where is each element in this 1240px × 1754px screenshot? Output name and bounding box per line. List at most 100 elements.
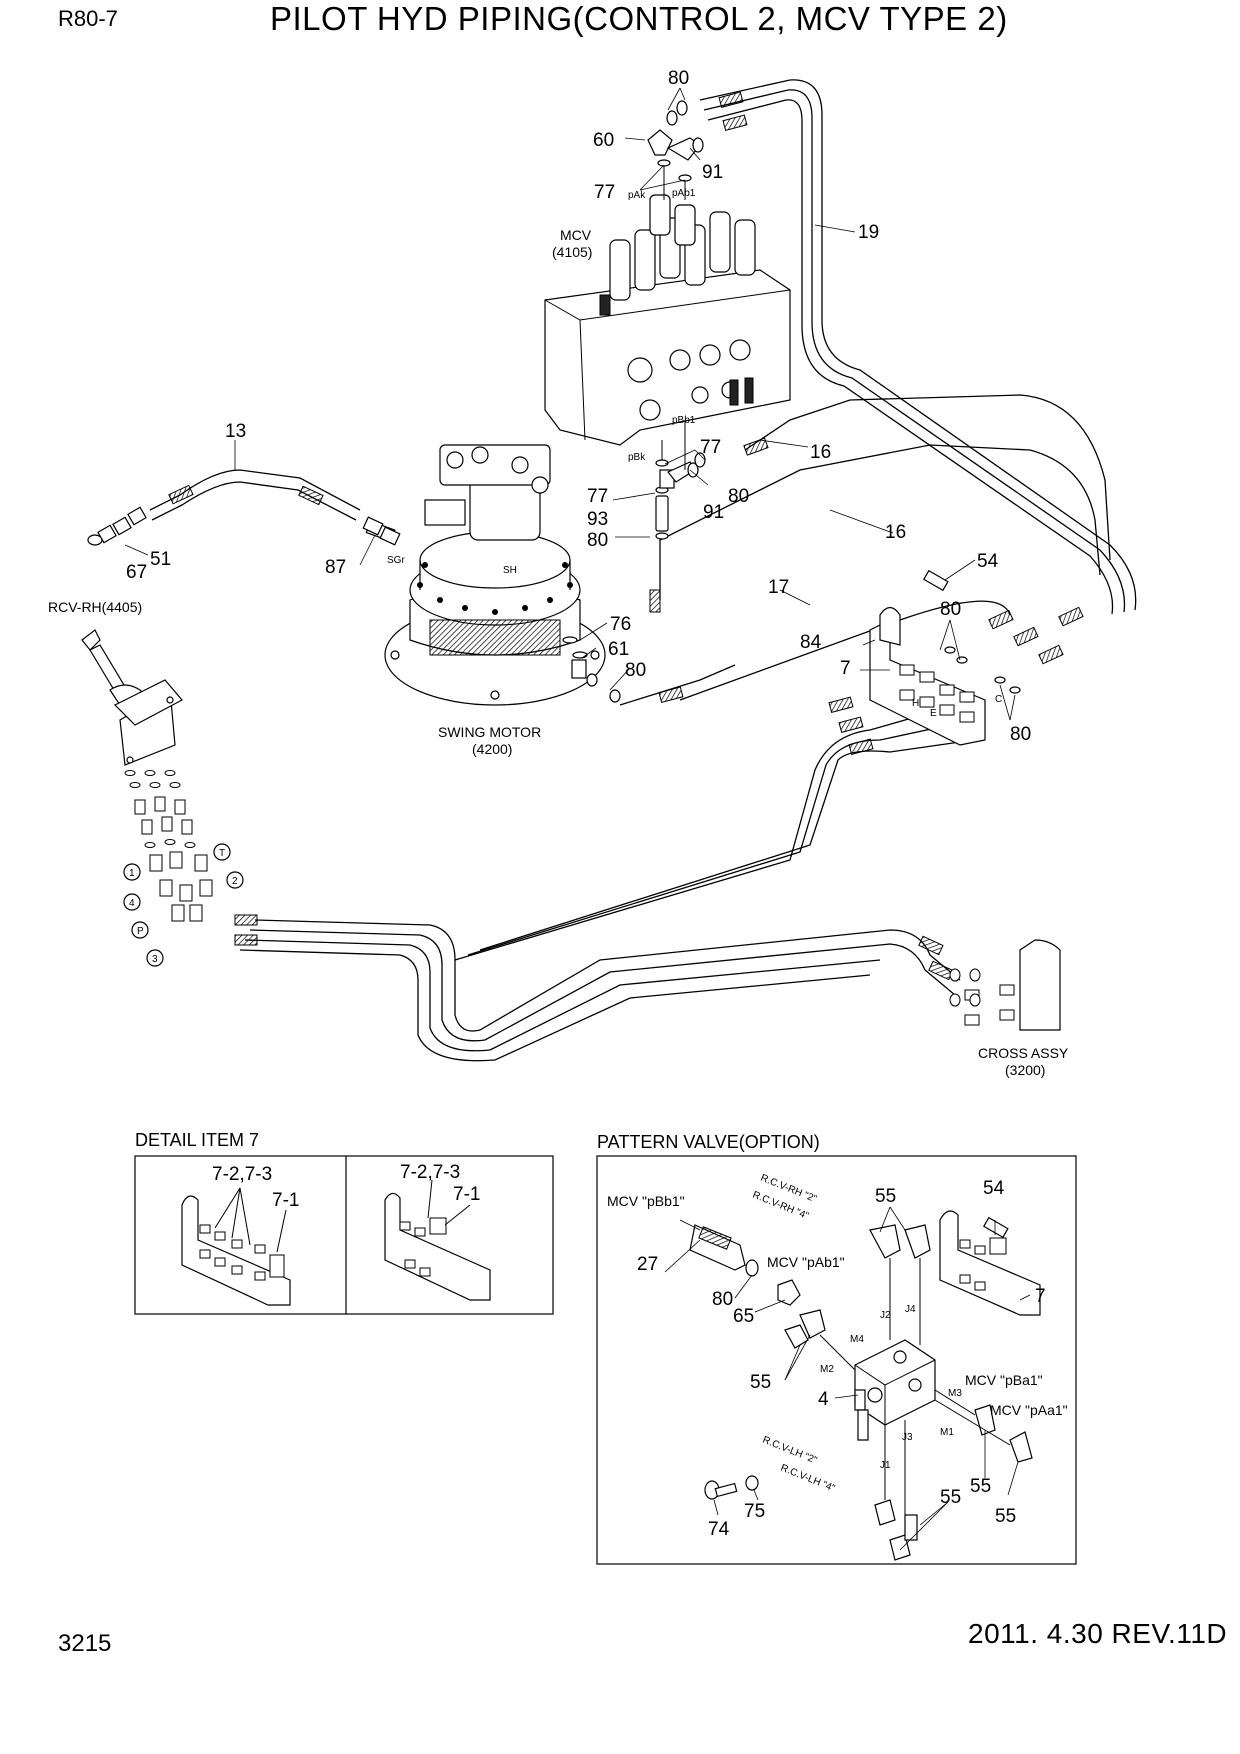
swing-motor-code-label: (4200) <box>472 741 512 757</box>
hose-ends <box>168 91 1084 981</box>
mcv-bottom-fittings <box>655 420 706 540</box>
pattern-port-j4: J4 <box>905 1304 916 1315</box>
page-number: 3215 <box>58 1630 112 1657</box>
main-control-valve <box>544 194 791 446</box>
pattern-port-m1: M1 <box>940 1427 954 1438</box>
leader-lines <box>124 87 1016 721</box>
rcv-port-markers <box>123 843 244 967</box>
port-sh: SH <box>503 565 517 576</box>
pattern-bracket-7 <box>939 1210 1041 1316</box>
callout-80-bracket-top: 80 <box>940 599 961 620</box>
pattern-callout-55-m3: 55 <box>970 1476 991 1497</box>
callout-77-left: 77 <box>587 486 608 507</box>
callout-16-bottom: 16 <box>885 522 906 543</box>
port-pbk: pBk <box>628 452 646 463</box>
pattern-fittings <box>689 1224 1033 1561</box>
port-pab1: pAb1 <box>672 188 696 199</box>
swing-motor-label: SWING MOTOR <box>438 724 541 740</box>
pattern-callout-55-left: 55 <box>750 1372 771 1393</box>
detail-right-label-a: 7-2,7-3 <box>400 1162 460 1183</box>
pattern-callout-55-bottom: 55 <box>940 1487 961 1508</box>
pipe-bundle-19 <box>699 79 1137 615</box>
detail-item-7-box <box>134 1155 554 1315</box>
callout-80-left: 80 <box>587 530 608 551</box>
callout-67: 67 <box>126 562 147 583</box>
pattern-valve-title: PATTERN VALVE(OPTION) <box>597 1132 820 1152</box>
pattern-port-m2: M2 <box>820 1364 834 1375</box>
rcv-fittings <box>124 770 213 922</box>
pattern-valve-block <box>854 1339 936 1441</box>
callout-13: 13 <box>225 421 246 442</box>
pattern-callout-55-top: 55 <box>875 1186 896 1207</box>
pattern-callout-54: 54 <box>983 1178 1005 1199</box>
port-c: C <box>995 694 1002 705</box>
pipe-swing-to-mcv <box>619 664 736 706</box>
pattern-callout-75: 75 <box>744 1501 765 1522</box>
rcv-port-2: 2 <box>232 876 238 887</box>
callout-84: 84 <box>800 632 822 653</box>
callout-77-top: 77 <box>594 182 615 203</box>
pipe-bundle-16 <box>659 394 1111 600</box>
pipe-17 <box>679 600 1011 701</box>
mcv-code-label: (4105) <box>552 244 592 260</box>
cross-assy <box>949 939 1061 1031</box>
callout-60: 60 <box>593 130 614 151</box>
callout-77-right: 77 <box>700 437 721 458</box>
pattern-valve-box <box>596 1155 1077 1565</box>
detail-left-bracket <box>181 1187 291 1306</box>
pattern-callout-74: 74 <box>708 1519 730 1540</box>
mcv-top-fittings <box>647 100 704 200</box>
swing-motor <box>384 444 606 706</box>
callout-54: 54 <box>977 551 999 572</box>
pattern-mcv-pbb1: MCV "pBb1" <box>607 1193 685 1209</box>
cross-assy-label: CROSS ASSY <box>978 1045 1069 1061</box>
port-sgr: SGr <box>387 555 405 566</box>
rcv-label: RCV-RH(4405) <box>48 599 142 615</box>
main-labels: MCV (4105) RCV-RH(4405) SWING MOTOR (420… <box>48 68 1069 1078</box>
callout-61: 61 <box>608 639 629 660</box>
port-pbb1: pBb1 <box>672 415 696 426</box>
pattern-rcv-lh-4: R.C.V-LH "4" <box>779 1463 837 1495</box>
callout-19: 19 <box>858 222 879 243</box>
callout-16-top: 16 <box>810 442 831 463</box>
rcv-port-t: T <box>219 848 225 859</box>
callout-17: 17 <box>768 577 789 598</box>
callout-87: 87 <box>325 557 346 578</box>
detail-item-7-title: DETAIL ITEM 7 <box>135 1130 259 1150</box>
rcv-port-1: 1 <box>129 868 135 879</box>
rcv-port-4: 4 <box>129 898 135 909</box>
port-h: H <box>912 698 919 709</box>
pattern-callout-4: 4 <box>818 1389 829 1410</box>
bracket-assy-7 <box>869 569 1021 746</box>
callout-80-bracket-bottom: 80 <box>1010 724 1031 745</box>
pipe-bundle-lower <box>239 709 961 1062</box>
rcv-joystick <box>81 629 183 766</box>
port-pak: pAk <box>628 190 646 201</box>
pattern-mcv-paa1: MCV "pAa1" <box>990 1402 1068 1418</box>
detail-right-bracket <box>384 1179 491 1301</box>
pattern-port-m3: M3 <box>948 1388 962 1399</box>
rcv-port-p: P <box>137 926 144 937</box>
port-e: E <box>930 708 937 719</box>
model-number: R80-7 <box>58 6 118 31</box>
callout-80-swing: 80 <box>625 660 646 681</box>
pattern-port-j1: J1 <box>880 1460 891 1471</box>
page-title: PILOT HYD PIPING(CONTROL 2, MCV TYPE 2) <box>270 0 1008 37</box>
pattern-mcv-pba1: MCV "pBa1" <box>965 1372 1043 1388</box>
revision-date: 2011. 4.30 REV.11D <box>968 1618 1228 1649</box>
pattern-mcv-pab1: MCV "pAb1" <box>767 1254 845 1270</box>
detail-right-label-b: 7-1 <box>453 1184 480 1205</box>
pattern-port-j2: J2 <box>880 1310 891 1321</box>
pattern-callout-80: 80 <box>712 1289 733 1310</box>
pattern-callout-65: 65 <box>733 1306 754 1327</box>
pattern-port-j3: J3 <box>902 1432 913 1443</box>
pattern-leaders <box>664 1206 1031 1551</box>
callout-91-top: 91 <box>702 162 723 183</box>
pattern-callout-27: 27 <box>637 1254 658 1275</box>
pattern-bolt-74 <box>704 1475 759 1500</box>
callout-91-bottom: 91 <box>703 502 724 523</box>
callout-76: 76 <box>610 614 631 635</box>
detail-left-label-a: 7-2,7-3 <box>212 1164 272 1185</box>
callout-80-mcv: 80 <box>728 486 749 507</box>
